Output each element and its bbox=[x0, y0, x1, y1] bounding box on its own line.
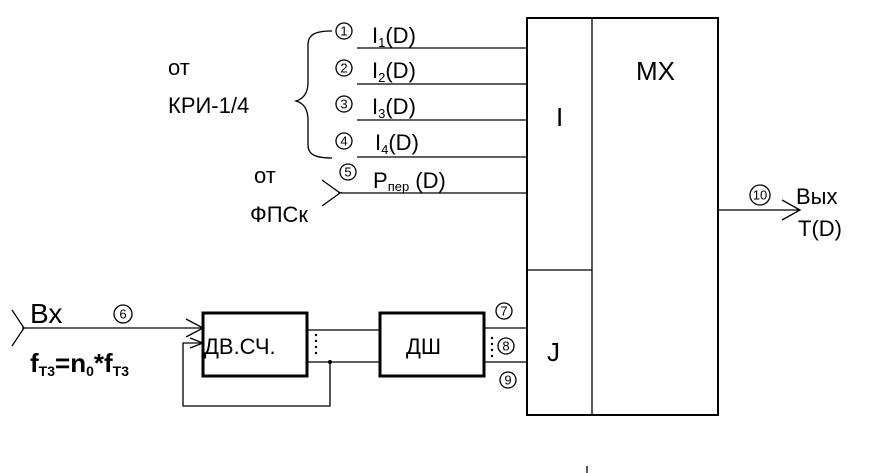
kri-name-label: КРИ-1/4 bbox=[168, 93, 249, 118]
decoder-label: ДШ bbox=[406, 334, 441, 359]
marker-2: 2 bbox=[335, 59, 353, 77]
output: Вых T(D) bbox=[718, 184, 842, 241]
svg-text:8: 8 bbox=[502, 339, 509, 354]
multiplexer-block: MX I J bbox=[526, 17, 719, 416]
counter-label: ДВ.СЧ. bbox=[204, 334, 276, 359]
kri-from-label: от bbox=[168, 55, 190, 80]
input-label: Вх bbox=[30, 298, 62, 329]
svg-text:1: 1 bbox=[340, 24, 347, 39]
signal-i4: I4(D) bbox=[375, 130, 419, 157]
marker-7: 7 bbox=[495, 302, 513, 320]
marker-1: 1 bbox=[335, 22, 353, 40]
marker-5: 5 bbox=[339, 163, 357, 181]
decoder-block: ДШ bbox=[378, 311, 527, 378]
output-signal: T(D) bbox=[798, 216, 842, 241]
marker-6: 6 bbox=[113, 304, 133, 324]
fpsk-from-label: от bbox=[254, 163, 276, 188]
svg-text:10: 10 bbox=[753, 188, 767, 203]
marker-10: 10 bbox=[749, 184, 771, 206]
svg-text:3: 3 bbox=[340, 97, 347, 112]
input-formula: fТ3=n0*fТ3 bbox=[30, 348, 129, 379]
feedback-loop bbox=[182, 329, 380, 407]
kri-brace bbox=[293, 30, 333, 159]
svg-text:5: 5 bbox=[344, 165, 351, 180]
svg-text:6: 6 bbox=[119, 307, 126, 322]
mx-label: MX bbox=[636, 56, 675, 86]
svg-text:2: 2 bbox=[340, 61, 347, 76]
fpsk-name-label: ФПСк bbox=[250, 202, 308, 227]
source-labels: от КРИ-1/4 от ФПСк bbox=[168, 55, 308, 227]
signal-i3: I3(D) bbox=[372, 94, 416, 121]
marker-4: 4 bbox=[335, 132, 353, 150]
section-j-label: J bbox=[547, 337, 560, 367]
signal-i2: I2(D) bbox=[372, 58, 416, 85]
input: Вх fТ3=n0*fТ3 bbox=[11, 298, 205, 379]
signal-labels: I1(D) I2(D) I3(D) I4(D) Pпер (D) bbox=[372, 23, 446, 194]
svg-text:7: 7 bbox=[500, 304, 507, 319]
counter-block: ДВ.СЧ. bbox=[201, 311, 318, 378]
signal-lines bbox=[321, 47, 527, 207]
svg-text:9: 9 bbox=[504, 373, 511, 388]
circle-markers: 1 2 3 4 5 6 7 8 9 10 bbox=[113, 22, 771, 389]
signal-p: Pпер (D) bbox=[373, 168, 446, 194]
section-i-label: I bbox=[556, 102, 563, 132]
signal-i1: I1(D) bbox=[372, 23, 416, 50]
marker-9: 9 bbox=[499, 371, 517, 389]
marker-3: 3 bbox=[335, 95, 353, 113]
output-label: Вых bbox=[796, 184, 838, 209]
svg-text:4: 4 bbox=[340, 134, 347, 149]
marker-8: 8 bbox=[497, 337, 515, 355]
